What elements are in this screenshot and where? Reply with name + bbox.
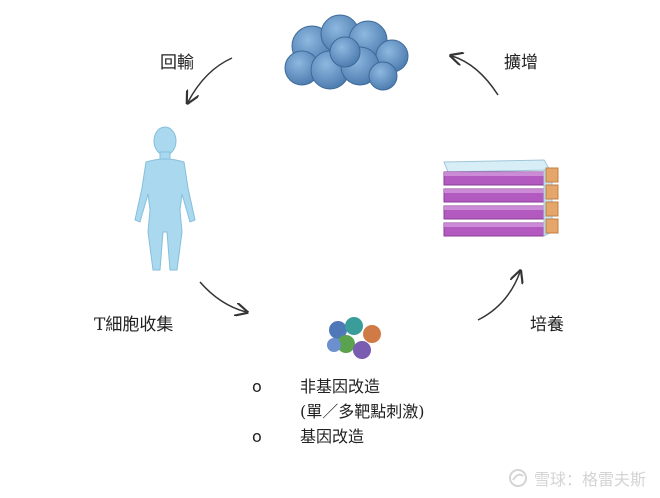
list-item-text: (單／多靶點刺激) [300,402,425,421]
expanded-cells-cluster [284,14,409,91]
culture-flask-stack [443,159,559,237]
label-expand: 擴增 [504,53,538,73]
list-item-text: 非基因改造 [300,377,381,396]
modification-options-list: o 非基因改造 (單／多靶點刺激) o 基因改造 [248,374,425,449]
label-t-cell-collection: T細胞收集 [94,315,174,335]
arrow-expand [452,56,499,96]
snowball-logo-icon [508,469,527,487]
list-item: o 非基因改造 [248,374,425,399]
arrow-culture [477,272,520,321]
arrow-collect [199,281,246,312]
modified-cells-cluster [327,317,381,359]
bullet-marker: o [252,427,262,446]
list-item-text: 基因改造 [300,427,365,446]
list-item-continuation: (單／多靶點刺激) [248,399,425,424]
watermark: 雪球：格雷夫斯 [508,466,646,490]
human-body-figure [134,126,196,271]
list-item: o 基因改造 [248,424,425,449]
label-culture: 培養 [530,315,564,335]
bullet-marker: o [252,377,262,396]
label-reinfuse: 回輸 [160,53,194,73]
watermark-text: 雪球：格雷夫斯 [533,470,646,489]
arrow-reinfuse [188,57,233,102]
